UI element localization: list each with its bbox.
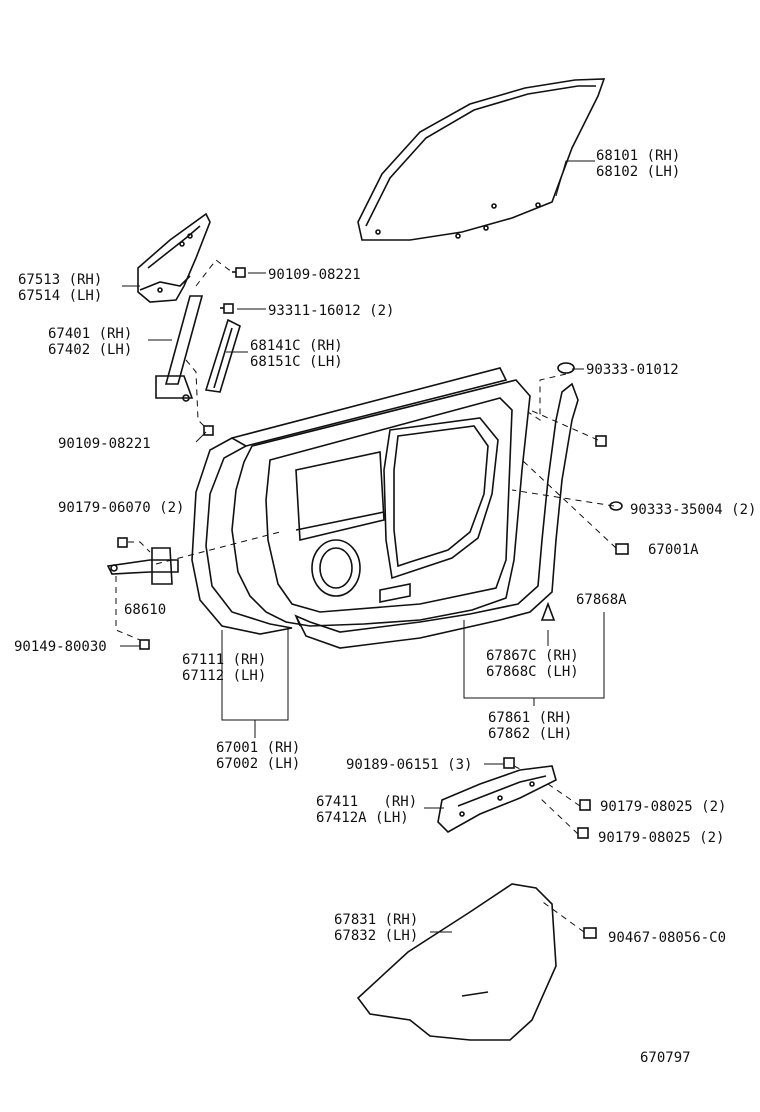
svg-text:67111 (RH): 67111 (RH) (182, 652, 266, 668)
svg-text:67513 (RH): 67513 (RH) (18, 272, 102, 288)
svg-text:67831 (RH): 67831 (RH) (334, 912, 418, 928)
svg-text:67002 (LH): 67002 (LH) (216, 756, 300, 772)
svg-text:68102 (LH): 68102 (LH) (596, 164, 680, 180)
door-weatherstrip (294, 382, 579, 649)
check-label: 68610 (124, 602, 166, 618)
svg-text:67412A (LH): 67412A (LH) (316, 810, 409, 826)
door-glass (357, 78, 606, 241)
svg-text:68141C (RH): 68141C (RH) (250, 338, 343, 354)
svg-text:67402 (LH): 67402 (LH) (48, 342, 132, 358)
svg-text:68151C (LH): 68151C (LH) (250, 354, 343, 370)
svg-text:67401 (RH): 67401 (RH) (48, 326, 132, 342)
glass-run (204, 318, 241, 393)
bolt-hinge-label: 90179-06070 (2) (58, 500, 184, 516)
diagram-id: 670797 (640, 1050, 691, 1066)
solid-leaders (120, 160, 605, 933)
glass-channel (155, 295, 204, 402)
bolt-r1-label: 90179-08025 (2) (600, 799, 726, 815)
bolt-check-label: 90149-80030 (14, 639, 107, 655)
door-weather-label: 67867C (RH) 67868C (LH) (486, 648, 579, 680)
door-panel-label: 67001 (RH) 67002 (LH) (216, 740, 300, 772)
glass-label: 68101 (RH) 68102 (LH) (596, 148, 680, 180)
bolt-reinf-label: 90189-06151 (3) (346, 757, 472, 773)
svg-text:68101 (RH): 68101 (RH) (596, 148, 680, 164)
svg-text:67862 (LH): 67862 (LH) (488, 726, 572, 742)
svg-text:67411 (RH): 67411 (RH) (316, 794, 417, 810)
service-cover (356, 883, 557, 1041)
panel-seal (191, 367, 508, 635)
screw-low-label: 90109-08221 (58, 436, 151, 452)
oring-mid-label: 90333-35004 (2) (630, 502, 756, 518)
weather-assy-label: 67861 (RH) 67862 (LH) (488, 710, 572, 742)
reinforcement (437, 765, 557, 833)
dashed-leaders (115, 259, 617, 933)
svg-text:67514 (LH): 67514 (LH) (18, 288, 102, 304)
fasteners (117, 267, 629, 939)
screw-mid-label: 93311-16012 (2) (268, 303, 394, 319)
svg-text:67001 (RH): 67001 (RH) (216, 740, 300, 756)
oring-top-label: 90333-01012 (586, 362, 679, 378)
door-check (106, 547, 179, 585)
door-panel (231, 379, 531, 627)
svg-text:67868C (LH): 67868C (LH) (486, 664, 579, 680)
panel-seal-label: 67111 (RH) 67112 (LH) (182, 652, 266, 684)
weatherstrip-label: 67868A (576, 592, 627, 608)
vent-frame (137, 212, 211, 303)
svg-text:67861 (RH): 67861 (RH) (488, 710, 572, 726)
clip-label: 67001A (648, 542, 699, 558)
screw-top-label: 90109-08221 (268, 267, 361, 283)
run-label: 68141C (RH) 68151C (LH) (250, 338, 343, 370)
svg-text:67832 (LH): 67832 (LH) (334, 928, 418, 944)
svg-text:67112 (LH): 67112 (LH) (182, 668, 266, 684)
channel-label: 67401 (RH) 67402 (LH) (48, 326, 132, 358)
cover-label: 67831 (RH) 67832 (LH) (334, 912, 418, 944)
bolt-r2-label: 90179-08025 (2) (598, 830, 724, 846)
svg-text:67867C (RH): 67867C (RH) (486, 648, 579, 664)
clip-cover-label: 90467-08056-C0 (608, 930, 726, 946)
vent-frame-label: 67513 (RH) 67514 (LH) (18, 272, 102, 304)
reinforcement-label: 67411 (RH) 67412A (LH) (316, 794, 417, 826)
